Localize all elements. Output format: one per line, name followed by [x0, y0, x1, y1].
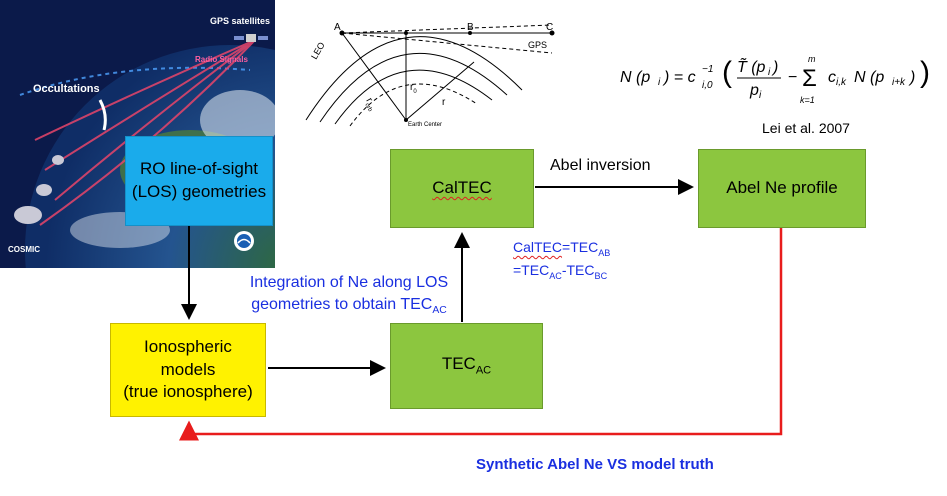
svg-text:−: −: [788, 69, 797, 86]
abel-profile-box: Abel Ne profile: [698, 149, 866, 228]
r-label: r: [442, 97, 446, 108]
gps-satellite-icon: [234, 34, 268, 42]
svg-text:c: c: [828, 69, 836, 86]
point-a-label: A: [334, 22, 341, 33]
r-orb-label: rorb: [362, 96, 380, 113]
occultation-geometry-diagram: LEO A B C GPS rorb r0 r Earth Center: [305, 22, 555, 128]
svg-text:i: i: [768, 67, 771, 78]
svg-text:i,0: i,0: [702, 80, 713, 91]
svg-text:) = c: ) = c: [662, 69, 696, 86]
svg-text:i: i: [658, 77, 661, 88]
svg-text:Σ: Σ: [802, 65, 817, 92]
synthetic-label: Synthetic Abel Ne VS model truth: [476, 456, 714, 473]
caltec-eq-tec-ab: =TEC: [562, 239, 599, 255]
svg-text:i,k: i,k: [836, 77, 847, 88]
svg-text:): ): [908, 69, 915, 86]
svg-text:i: i: [759, 90, 762, 101]
caltec-eq-sub-bc: BC: [594, 270, 608, 281]
caltec-equation: CalTEC=TECAB =TECAC-TECBC: [513, 237, 610, 283]
svg-text:p: p: [749, 82, 759, 99]
arrow-abel-to-iono: [179, 228, 783, 441]
svg-text:N (p: N (p: [854, 69, 884, 86]
svg-text:k=1: k=1: [800, 95, 815, 105]
abel-profile-label: Abel Ne profile: [726, 178, 838, 198]
tecac-label: TEC: [441, 354, 476, 374]
iono-line2: models: [160, 359, 216, 379]
occultations-label: Occultations: [33, 83, 100, 95]
ionospheric-models-box: Ionospheric models (true ionosphere): [110, 323, 266, 417]
caltec-eq-sub-ab: AB: [598, 247, 611, 258]
radio-signals-label: Radio Signals: [195, 55, 248, 64]
svg-text:m: m: [808, 54, 816, 64]
r0-label: r0: [410, 82, 417, 95]
point-c-label: C: [546, 22, 553, 33]
integration-label: Integration of Ne along LOS geometries t…: [218, 272, 480, 319]
integration-sub: AC: [432, 305, 447, 317]
svg-text:−1: −1: [702, 64, 713, 75]
ro-los-box: RO line-of-sight (LOS) geometries: [125, 136, 273, 226]
caltec-eq-tec-bc: -TEC: [561, 261, 595, 278]
tecac-sub: AC: [475, 364, 492, 377]
caltec-eq-tec-ac: =TEC: [513, 261, 550, 278]
gps-satellites-label: GPS satellites: [210, 16, 270, 26]
cosmic-satellite-icon: [14, 155, 64, 224]
svg-text:(: (: [722, 56, 732, 89]
earth-center-label: Earth Center: [408, 122, 442, 128]
caltec-eq-sub-ac: AC: [549, 270, 562, 281]
gps-label: GPS: [528, 40, 547, 50]
svg-text:): ): [771, 59, 778, 76]
integration-line1: Integration of Ne along LOS: [249, 274, 449, 291]
tecac-box: TECAC: [390, 323, 543, 409]
ro-los-line2: (LOS) geometries: [131, 182, 267, 201]
caltec-eq-word: CalTEC: [513, 239, 563, 255]
ro-los-line1: RO line-of-sight: [139, 159, 259, 179]
svg-text:T̃ (p: T̃ (p: [737, 56, 766, 76]
svg-text:): ): [920, 56, 930, 89]
cosmic-label: COSMIC: [8, 245, 40, 254]
iono-line1: Ionospheric: [144, 336, 232, 356]
integration-line2: geometries to obtain TEC: [251, 296, 433, 314]
caltec-label: CalTEC: [432, 178, 492, 198]
caltec-box: CalTEC: [390, 149, 534, 228]
abel-inversion-label: Abel inversion: [550, 157, 651, 174]
point-b-label: B: [467, 22, 474, 33]
citation: Lei et al. 2007: [762, 120, 850, 136]
noaa-logo-icon: [234, 231, 254, 251]
iono-line3: (true ionosphere): [123, 382, 253, 402]
svg-text:N (p: N (p: [620, 69, 650, 86]
svg-text:i+k: i+k: [892, 77, 906, 88]
